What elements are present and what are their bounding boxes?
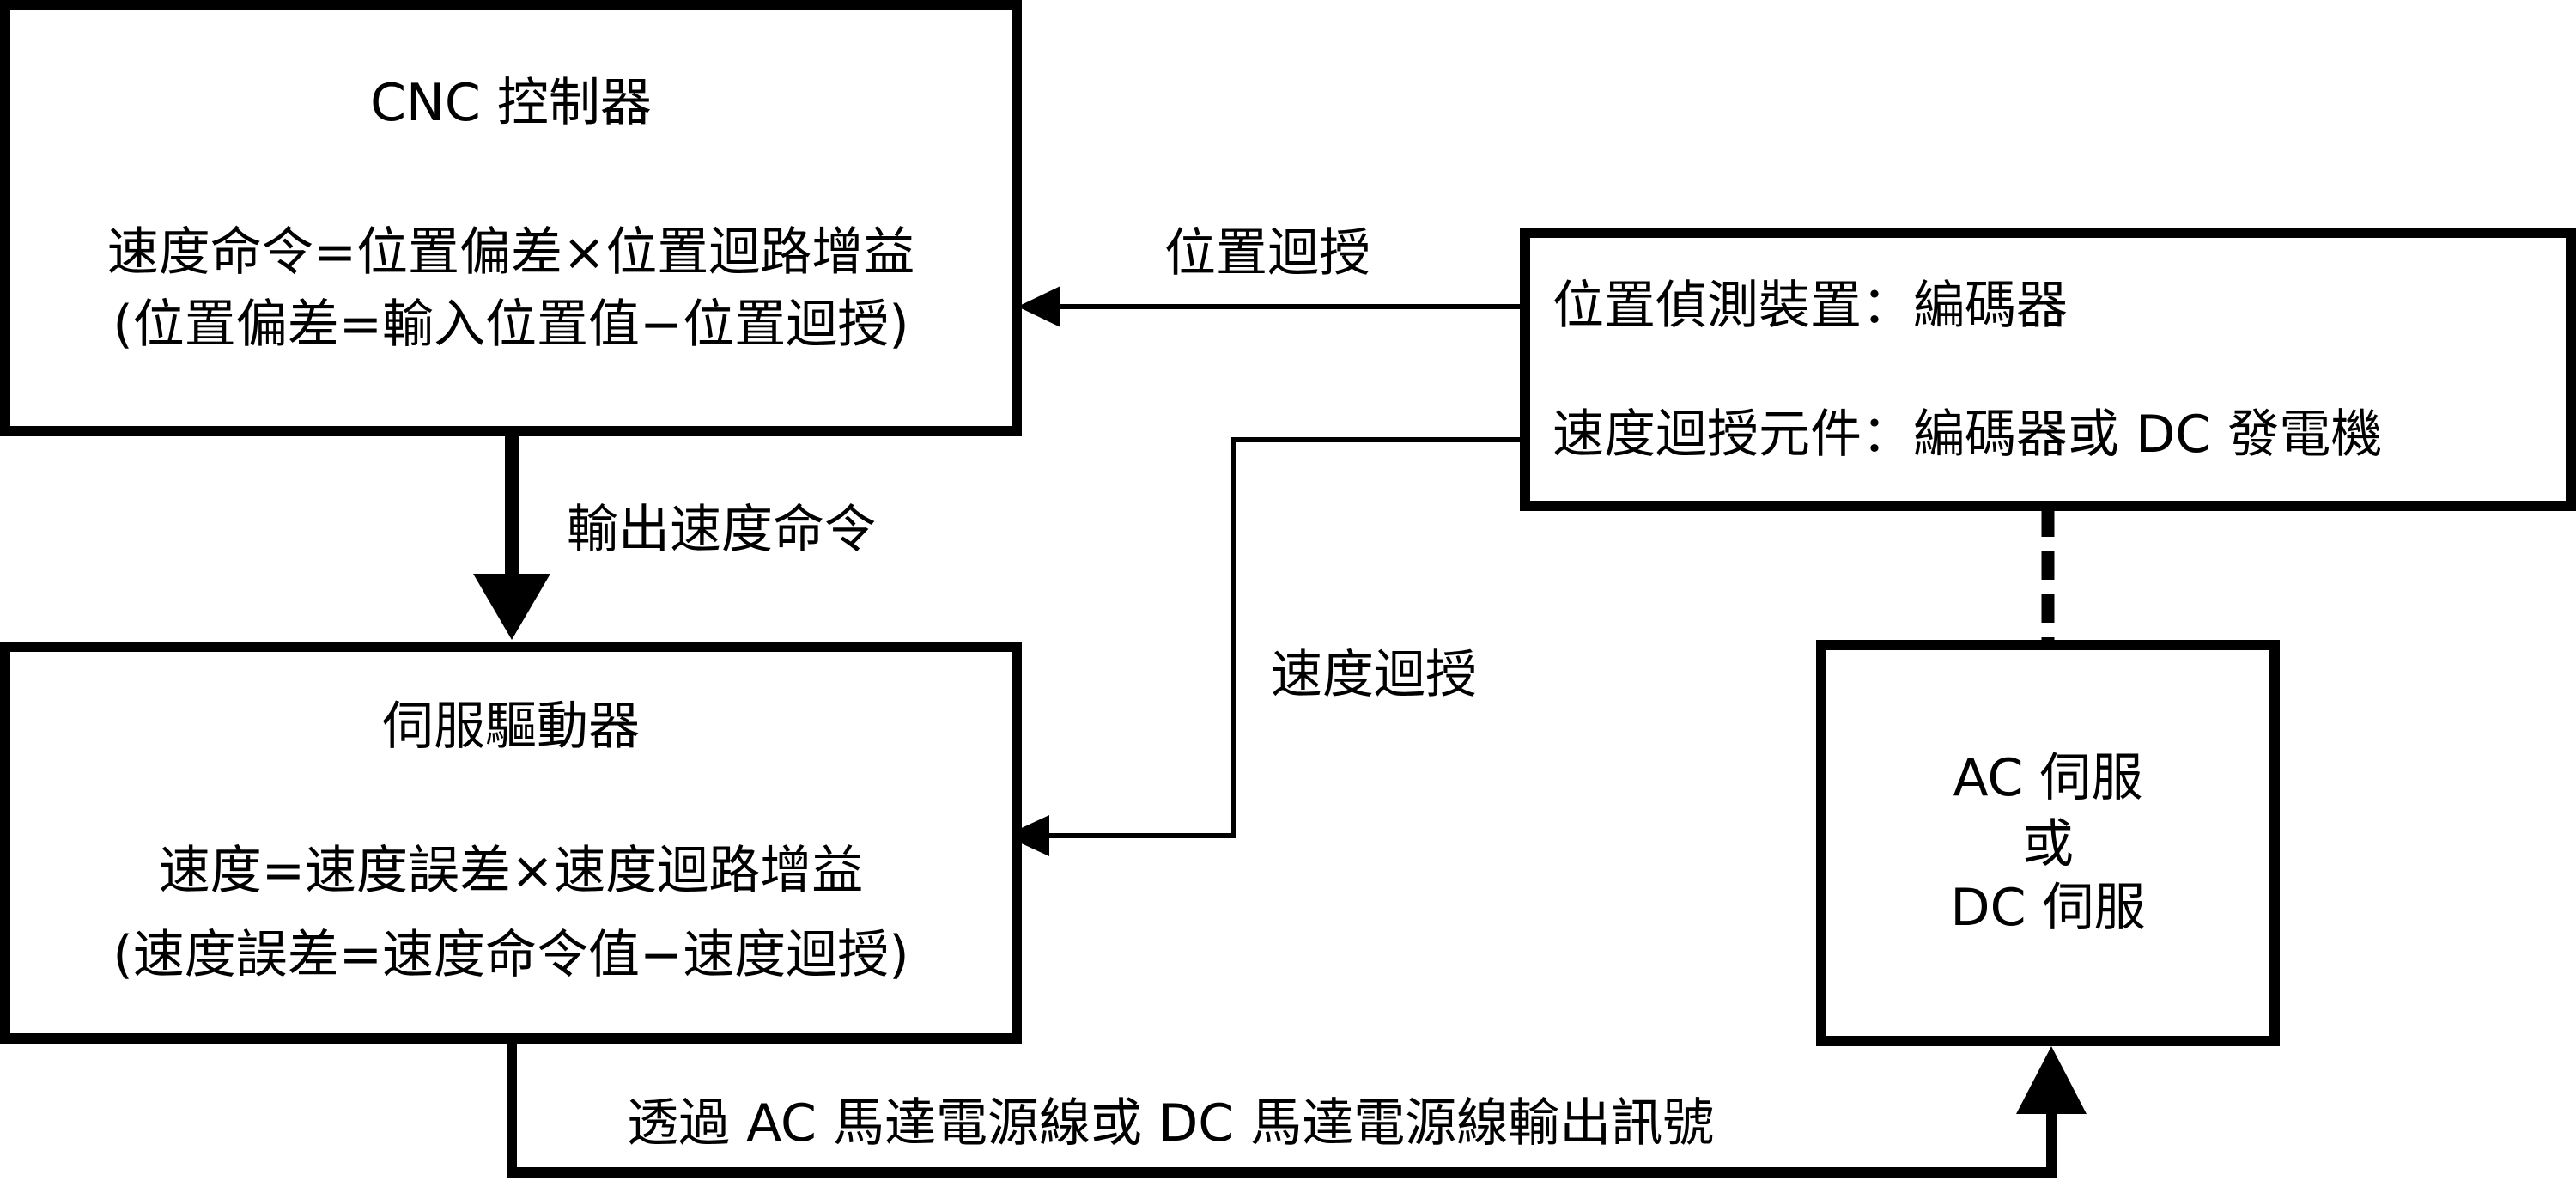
dc-servo-label: DC 伺服 (1950, 878, 2146, 938)
output-signal-arrowhead (2016, 1046, 2087, 1114)
output-signal-label: 透過 AC 馬達電源線或 DC 馬達電源線輸出訊號 (627, 1093, 1715, 1154)
position-detector-box (1520, 228, 2576, 511)
speed-feedback-line (1048, 437, 1520, 838)
speed-feedback-label: 速度迴授 (1271, 645, 1477, 705)
cnc-position-error-formula: (位置偏差=輸入位置值−位置迴授) (112, 295, 909, 355)
position-feedback-label: 位置迴授 (1164, 223, 1370, 283)
output-speed-command-label: 輸出速度命令 (567, 500, 876, 560)
cnc-speed-command-formula: 速度命令=位置偏差×位置迴路增益 (106, 222, 915, 283)
cnc-controller-box (0, 0, 1022, 436)
or-label: 或 (2022, 814, 2074, 874)
speed-command-arrowhead (473, 574, 550, 640)
speed-feedback-arrowhead (1005, 815, 1049, 856)
cnc-controller-title: CNC 控制器 (370, 73, 652, 133)
servo-speed-error-formula: (速度誤差=速度命令值−速度迴授) (112, 925, 909, 985)
servo-driver-title: 伺服驅動器 (382, 697, 640, 757)
position-detector-label: 位置偵測裝置：編碼器 (1552, 276, 2068, 336)
position-feedback-arrowhead (1018, 286, 1060, 327)
ac-servo-label: AC 伺服 (1953, 748, 2143, 808)
output-signal-line (507, 1038, 2057, 1178)
servo-speed-formula: 速度=速度誤差×速度迴路增益 (158, 841, 864, 901)
servo-motor-box (1816, 640, 2280, 1046)
speed-feedback-element-label: 速度迴授元件：編碼器或 DC 發電機 (1552, 405, 2383, 465)
servo-driver-box (0, 642, 1022, 1044)
